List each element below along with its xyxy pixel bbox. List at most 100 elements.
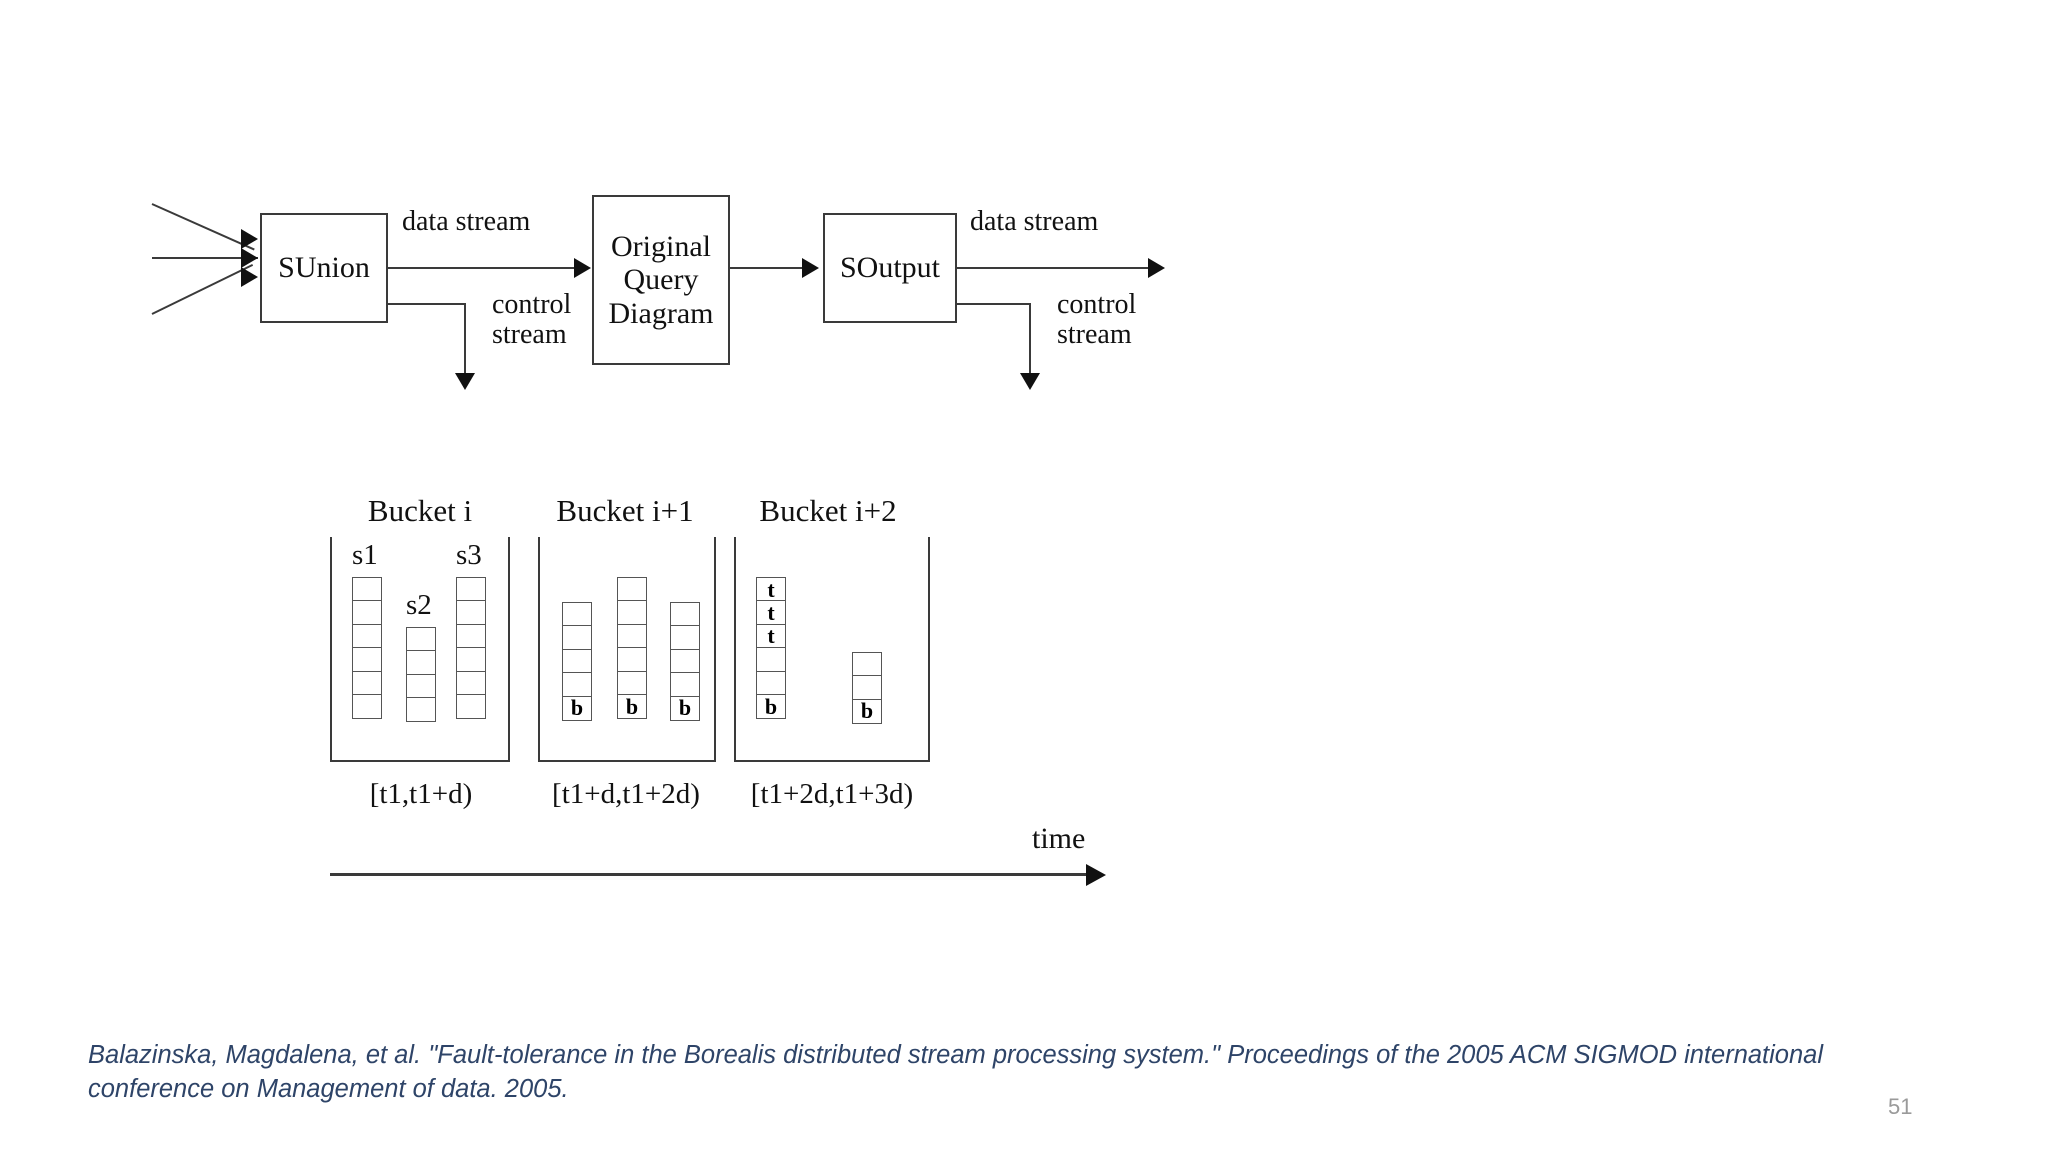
- stack-cell: [456, 647, 486, 673]
- stack-cell: [617, 647, 647, 673]
- block-original-query[interactable]: Original Query Diagram: [592, 195, 730, 365]
- stack-cell: [352, 577, 382, 602]
- stack-cell: [352, 670, 382, 696]
- control-line-1-vertical: [464, 303, 466, 377]
- stack-cell-tentative: t: [756, 623, 786, 649]
- stack-cell: [456, 694, 486, 720]
- stack-cell: [456, 600, 486, 626]
- stack-cell: [617, 670, 647, 696]
- slide-number: 51: [1888, 1094, 1913, 1119]
- bucket-diagram: Bucket i s1 s2 s3 Bucket i+1: [330, 493, 1120, 895]
- stack-cell: [617, 623, 647, 649]
- stack-cell: [352, 623, 382, 649]
- input-line-middle: [152, 257, 258, 259]
- interval-label-0: [t1,t1+d): [369, 778, 473, 810]
- control-arrowhead-1: [455, 373, 475, 390]
- block-sunion-label: SUnion: [278, 251, 370, 285]
- control-stream-label-1-line2: stream: [492, 319, 567, 351]
- stack-cell-tentative: t: [756, 600, 786, 626]
- stack-cell: [756, 670, 786, 696]
- input-arrowhead-middle: [241, 248, 258, 268]
- stack-b2-2[interactable]: b: [852, 652, 882, 724]
- time-axis-arrowhead: [1086, 864, 1106, 886]
- block-original-query-line2: Query: [623, 263, 699, 297]
- input-arrowhead-top: [241, 229, 258, 249]
- flow-diagram: SUnion data stream control stream Origin…: [151, 195, 1190, 395]
- stack-cell: [406, 673, 436, 699]
- stack-cell: [456, 577, 486, 602]
- control-stream-label-1-line1: control: [492, 289, 572, 320]
- control-line-2-vertical: [1029, 303, 1031, 377]
- block-original-query-line3: Diagram: [608, 296, 714, 330]
- stack-cell: [562, 648, 592, 674]
- data-stream-line-1: [388, 267, 578, 269]
- data-stream-label-1: data stream: [402, 206, 531, 237]
- data-stream-arrowhead-1: [574, 258, 591, 278]
- block-original-query-line1: Original: [611, 229, 711, 263]
- stack-cell: [352, 647, 382, 673]
- stack-cell: [562, 602, 592, 627]
- block-soutput-label: SOutput: [839, 251, 941, 285]
- block-sunion[interactable]: SUnion: [260, 213, 388, 323]
- stack-label-s3: s3: [456, 539, 482, 571]
- block-soutput[interactable]: SOutput: [823, 213, 957, 323]
- citation-line-2: 2005 ACM SIGMOD international conference…: [88, 1041, 1824, 1104]
- control-stream-label-2-line1: control: [1057, 289, 1137, 320]
- data-stream-arrowhead-2: [1148, 258, 1165, 278]
- stack-cell: [617, 600, 647, 626]
- stack-cell-boundary: b: [617, 694, 647, 720]
- input-arrowhead-bottom: [241, 267, 258, 287]
- bucket-title-0: Bucket i: [367, 493, 473, 528]
- stack-cell: [670, 672, 700, 698]
- stack-b1-3[interactable]: b: [670, 602, 700, 721]
- stack-cell: [352, 694, 382, 720]
- input-line-top: [151, 203, 255, 251]
- stack-cell: [406, 650, 436, 676]
- stack-cell: [456, 670, 486, 696]
- time-axis-line: [330, 873, 1090, 876]
- stack-cell: [756, 647, 786, 673]
- time-axis-label: time: [1032, 822, 1086, 855]
- stack-cell: [352, 600, 382, 626]
- control-stream-label-2-line2: stream: [1057, 319, 1132, 351]
- bucket-title-2: Bucket i+2: [759, 493, 897, 528]
- control-line-2-horizontal: [957, 303, 1031, 305]
- input-line-bottom: [151, 264, 254, 315]
- stack-cell: [670, 602, 700, 627]
- stack-s1[interactable]: [352, 577, 382, 720]
- stack-cell: [406, 697, 436, 723]
- stack-cell: [852, 675, 882, 701]
- citation-line-1: Balazinska, Magdalena, et al. "Fault-tol…: [88, 1041, 1440, 1069]
- query-to-soutput-line: [730, 267, 806, 269]
- stack-s3[interactable]: [456, 577, 486, 720]
- control-stream-label-2: control stream: [1057, 289, 1137, 351]
- control-arrowhead-2: [1020, 373, 1040, 390]
- stack-label-s2: s2: [406, 589, 432, 621]
- control-stream-label-1: control stream: [492, 289, 572, 351]
- stack-b2-1[interactable]: t t t b: [756, 577, 786, 720]
- stack-b1-2[interactable]: b: [617, 577, 647, 720]
- stack-cell-boundary: b: [756, 694, 786, 720]
- control-line-1-horizontal: [388, 303, 466, 305]
- stack-cell: [406, 627, 436, 652]
- stack-cell: [617, 577, 647, 602]
- stack-cell: [562, 625, 592, 651]
- stack-label-s1: s1: [352, 539, 378, 571]
- data-stream-label-2: data stream: [970, 206, 1099, 237]
- stack-s2[interactable]: [406, 627, 436, 723]
- stack-cell: [456, 623, 486, 649]
- interval-label-2: [t1+2d,t1+3d): [750, 778, 914, 810]
- stack-cell: [562, 672, 592, 698]
- stack-cell: [852, 652, 882, 677]
- query-to-soutput-arrowhead: [802, 258, 819, 278]
- stack-cell-tentative: t: [756, 577, 786, 602]
- stack-cell-boundary: b: [670, 695, 700, 721]
- data-stream-line-2: [957, 267, 1153, 269]
- stack-b1-1[interactable]: b: [562, 602, 592, 721]
- bucket-title-1: Bucket i+1: [556, 493, 694, 528]
- stack-cell-boundary: b: [852, 698, 882, 724]
- interval-label-1: [t1+d,t1+2d): [552, 778, 700, 810]
- citation: Balazinska, Magdalena, et al. "Fault-tol…: [88, 1038, 1878, 1106]
- stack-cell: [670, 648, 700, 674]
